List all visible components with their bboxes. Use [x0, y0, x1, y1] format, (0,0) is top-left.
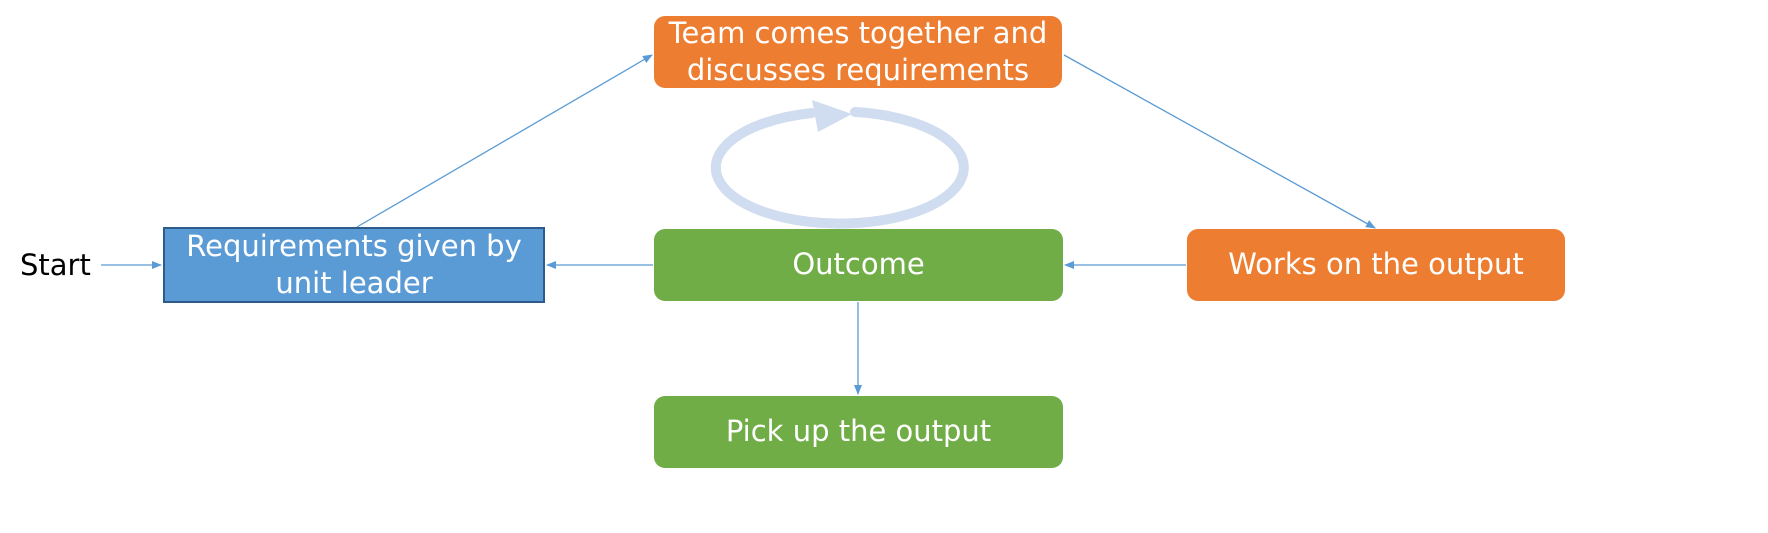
works-on-output-node: Works on the output [1187, 229, 1565, 301]
requirements-node-label: Requirements given by unit leader [186, 228, 522, 300]
arrow-team-to-works [1063, 54, 1376, 229]
works-on-output-node-label: Works on the output [1228, 247, 1524, 282]
team-discussion-node: Team comes together and discusses requir… [654, 16, 1062, 88]
cycle-icon [710, 100, 969, 229]
pick-up-output-node-label: Pick up the output [725, 414, 992, 449]
pick-up-output-node: Pick up the output [654, 396, 1063, 468]
start-label: Start [20, 248, 91, 282]
team-discussion-node-label: Team comes together and discusses requir… [668, 15, 1048, 87]
outcome-node: Outcome [654, 229, 1063, 301]
outcome-node-label: Outcome [792, 247, 925, 282]
requirements-node: Requirements given by unit leader [163, 227, 545, 303]
arrow-requirements-to-team [356, 54, 653, 228]
